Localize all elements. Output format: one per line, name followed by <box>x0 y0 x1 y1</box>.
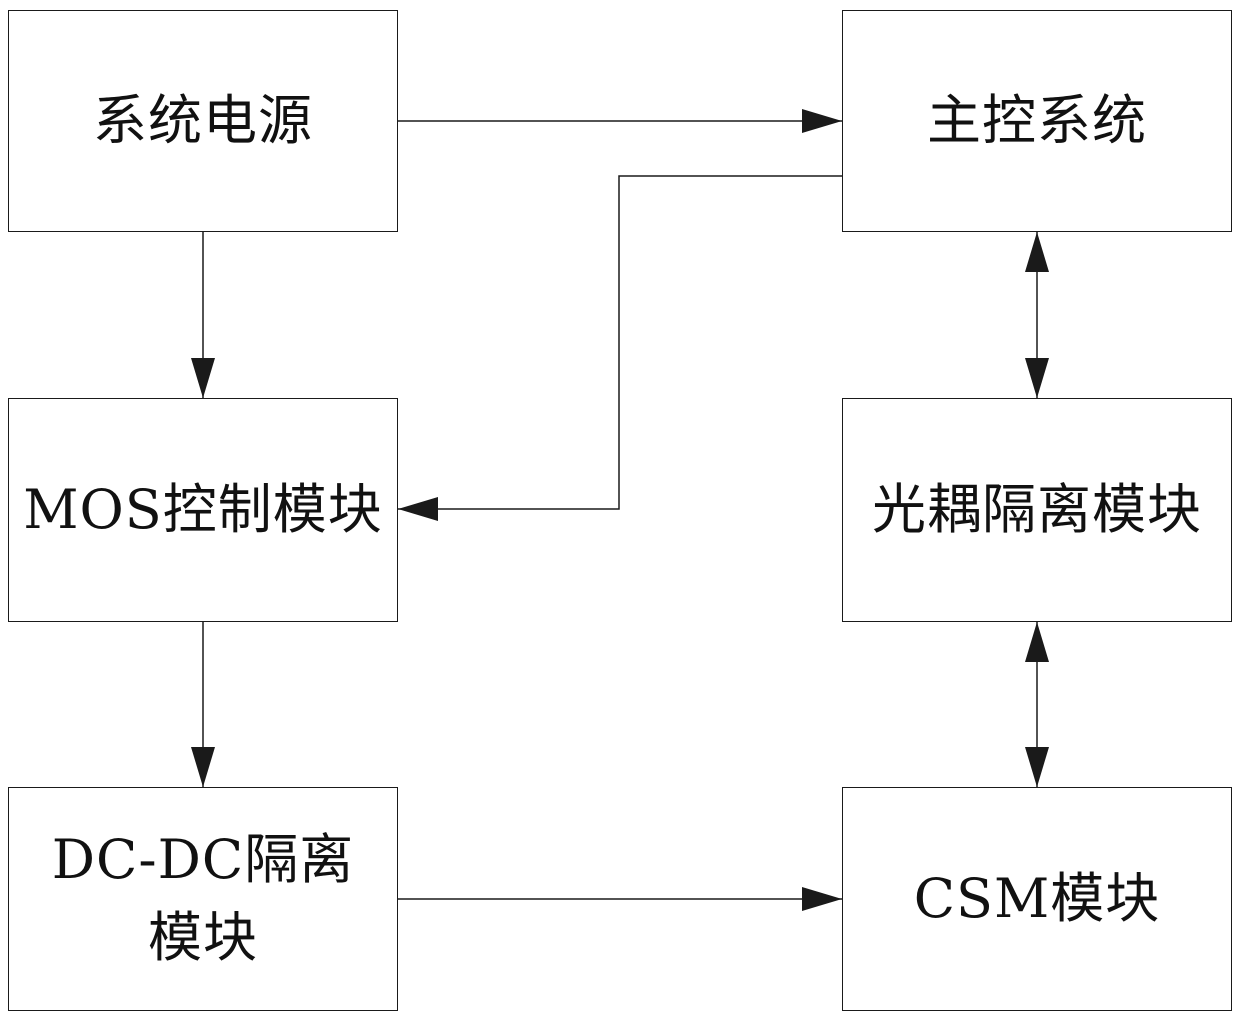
csm-module-label: CSM模块 <box>914 860 1161 938</box>
dcdc-isolation-label: DC-DC隔离模块 <box>9 821 397 978</box>
csm-module-block: CSM模块 <box>842 787 1232 1011</box>
arrow-main-to-mos <box>398 176 842 509</box>
mos-control-label: MOS控制模块 <box>23 471 383 549</box>
opto-isolation-block: 光耦隔离模块 <box>842 398 1232 622</box>
system-power-label: 系统电源 <box>93 82 313 160</box>
opto-isolation-label: 光耦隔离模块 <box>852 471 1222 549</box>
main-control-label: 主控系统 <box>927 82 1147 160</box>
system-power-block: 系统电源 <box>8 10 398 232</box>
main-control-block: 主控系统 <box>842 10 1232 232</box>
dcdc-isolation-block: DC-DC隔离模块 <box>8 787 398 1011</box>
mos-control-block: MOS控制模块 <box>8 398 398 622</box>
